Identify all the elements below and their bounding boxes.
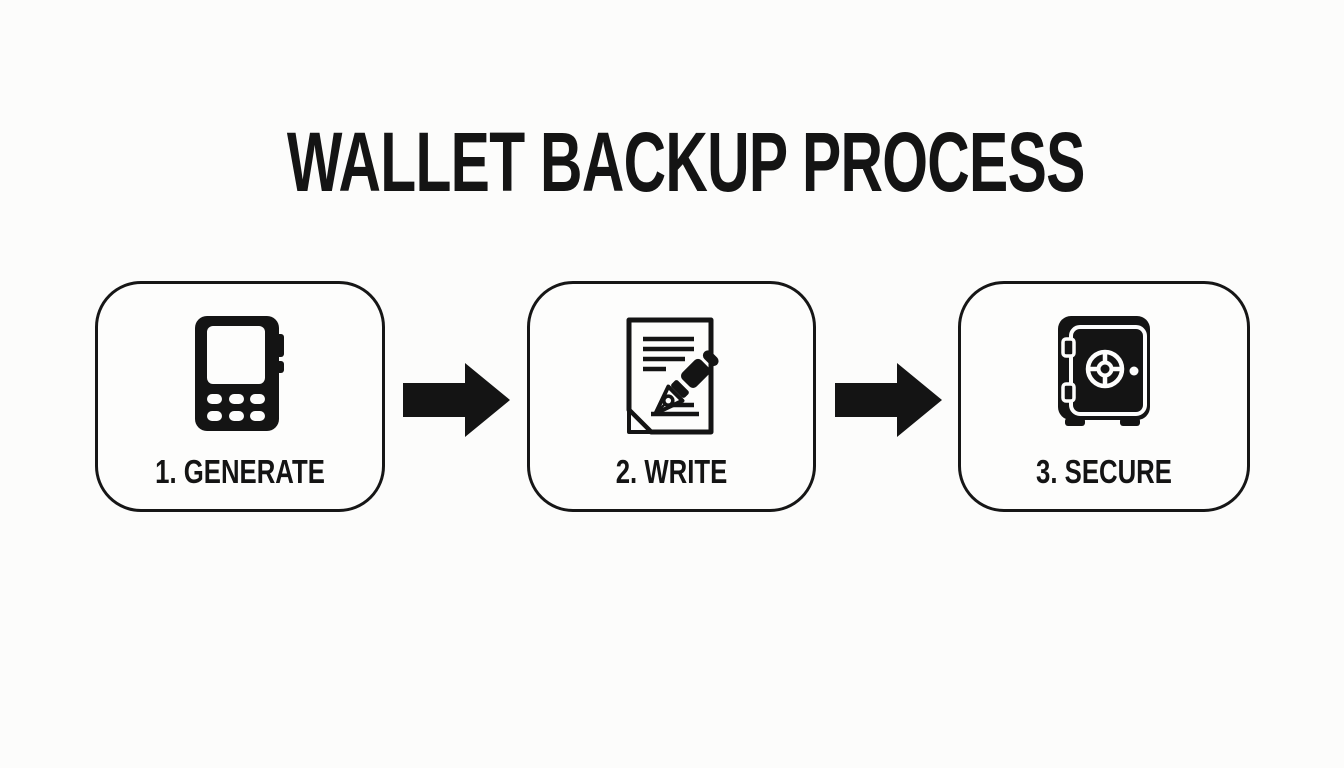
hardware-wallet-device-icon: [193, 314, 287, 434]
step-1-label: 1. GENERATE: [155, 453, 325, 490]
step-box-generate: 1. GENERATE: [95, 281, 385, 512]
title-container: WALLET BACKUP PROCESS: [0, 120, 1344, 204]
step-3-icon-area: [961, 314, 1247, 428]
step-box-write: 2. WRITE: [527, 281, 816, 512]
step-box-secure: 3. SECURE: [958, 281, 1250, 512]
write-seed-on-paper-icon: [621, 314, 723, 440]
safe-vault-icon: [1054, 314, 1154, 428]
page-title: WALLET BACKUP PROCESS: [287, 115, 1085, 209]
step-1-icon-area: [98, 314, 382, 434]
step-3-label: 3. SECURE: [1036, 453, 1172, 490]
step-2-icon-area: [530, 314, 813, 440]
step-2-label: 2. WRITE: [615, 453, 728, 490]
arrow-right-icon: [403, 363, 510, 437]
arrow-right-icon: [835, 363, 942, 437]
